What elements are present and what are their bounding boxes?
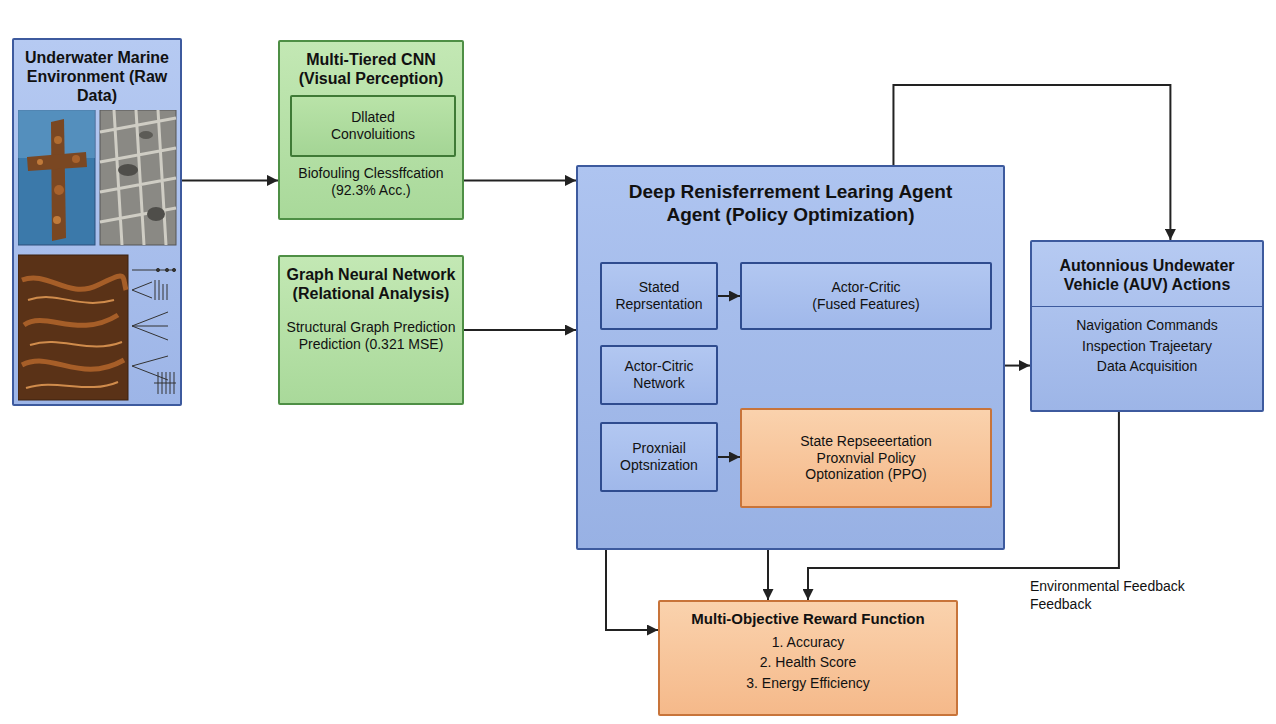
dark-patch [147, 207, 165, 221]
node-heading: Multi-Tiered CNN (Visual Perception) [286, 50, 456, 88]
separator-line [1032, 306, 1262, 307]
node-text: Data Acquisition [1097, 356, 1197, 376]
node-heading: Multi-Objective Reward Function [691, 610, 924, 628]
rusty-post [51, 119, 66, 241]
node-heading: Underwater Marine Environment (Raw Data) [19, 48, 175, 106]
connector-arrow [808, 412, 1119, 600]
node-text: 3. Energy Efficiency [746, 673, 869, 693]
connector-arrow [718, 456, 740, 458]
module-box: Actor-Critic (Fused Features) [740, 262, 992, 330]
photo-ground [100, 110, 176, 245]
photo-ground [18, 255, 128, 400]
connector-arrow [893, 85, 1170, 240]
schematic-dot [172, 268, 175, 271]
agent-box: Deep Renisferrement Learing Agent Agent … [576, 165, 1005, 550]
sensor-schematic [132, 268, 176, 394]
node-heading: Graph Neural Network (Relational Analysi… [286, 265, 456, 303]
node-heading: Deep Renisferrement Learing Agent Agent … [611, 181, 971, 227]
connector-arrow [1005, 365, 1030, 367]
fouling-spot [54, 136, 62, 144]
node-heading: State Repseeertation Proxnvial Policy Op… [791, 433, 941, 483]
connector-arrow [464, 329, 576, 331]
connector-arrow [182, 179, 278, 181]
node-text: Biofouling Clessffcation (92.3% Acc.) [286, 165, 456, 199]
node-text: Navigation Commands [1076, 315, 1218, 335]
photo-ground [18, 110, 95, 245]
module-box: Proxniail Optsnization [600, 422, 718, 492]
node-text: Inspection Trajeetary [1082, 336, 1212, 356]
grid-photo [100, 110, 176, 245]
dark-patch [139, 131, 153, 139]
node-text: 2. Health Score [760, 652, 857, 672]
schematic-dot [156, 268, 159, 271]
connector-arrow [464, 179, 576, 181]
node-heading: Stated Reprsentation [608, 279, 710, 313]
fouling-spot [37, 159, 43, 165]
node-heading: Proxniail Optsnization [608, 440, 710, 474]
connector-group [182, 85, 1170, 630]
rusty-bar [27, 152, 87, 171]
fouling-spot [53, 216, 61, 224]
output-box: Autonnious Undewater Vehicle (AUV) Actio… [1030, 240, 1264, 412]
node-heading: Actor-Critic (Fused Features) [810, 279, 922, 313]
connector-arrow [606, 550, 658, 630]
model-box: Multi-Tiered CNN (Visual Perception) Biof… [278, 40, 464, 220]
fouling-spot [54, 185, 64, 195]
connector-arrow [718, 295, 740, 297]
grid-lines [100, 110, 176, 245]
corrosion-photo [18, 110, 95, 245]
model-box: Graph Neural Network (Relational Analysi… [278, 255, 464, 405]
node-heading: Actor-Citric Network [608, 358, 710, 392]
rust-streak [22, 276, 126, 369]
schematic-line [132, 356, 176, 394]
reward-box: Multi-Objective Reward Function 1. Accura… [658, 600, 958, 716]
layer-box: Dllated Convoluitions [290, 95, 456, 157]
schematic-line [132, 312, 168, 340]
node-text: Structural Graph Prediction Prediction (… [286, 319, 456, 353]
module-box: Actor-Citric Network [600, 345, 718, 405]
fouling-spot [72, 155, 80, 163]
node-heading: Dllated Convoluitions [316, 109, 430, 143]
module-box: Stated Reprsentation [600, 262, 718, 330]
schematic-line [132, 280, 167, 300]
node-heading: Autonnious Undewater Vehicle (AUV) Actio… [1040, 256, 1254, 294]
edge-label: Environmental Feedback Feedback [1027, 576, 1201, 614]
node-text: 1. Accuracy [772, 632, 844, 652]
schematic-dot [165, 268, 168, 271]
photo-collage [18, 110, 178, 402]
rust-photo [18, 255, 128, 400]
rust-streak [26, 297, 122, 388]
connector-arrow [767, 550, 769, 600]
ppo-box: State Repseeertation Proxnvial Policy Op… [740, 408, 992, 508]
dark-patch [118, 164, 138, 176]
